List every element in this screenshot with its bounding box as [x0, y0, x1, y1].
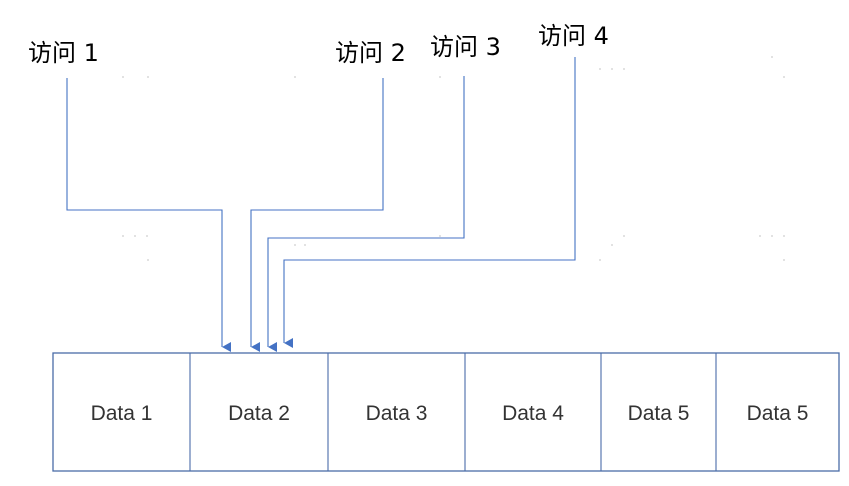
access-2-arrow — [250, 78, 384, 352]
data-cell-label-2: Data 2 — [228, 402, 290, 425]
access-labels: 访问 1 访问 2 访问 3 访问 4 — [28, 22, 609, 67]
data-array: Data 1 Data 2 Data 3 Data 4 Data 5 Data 5 — [52, 352, 840, 472]
data-array-border — [52, 352, 840, 472]
access-connectors — [66, 57, 576, 352]
access-2-label: 访问 2 — [335, 39, 406, 67]
data-cell-label-3: Data 3 — [366, 402, 428, 425]
data-cell-label-5: Data 5 — [628, 402, 690, 425]
access-3-arrow — [267, 76, 465, 352]
access-4-label: 访问 4 — [538, 22, 609, 50]
data-cell-label-1: Data 1 — [91, 402, 153, 425]
data-cell-label-4: Data 4 — [502, 402, 564, 425]
access-1-arrow — [66, 78, 231, 352]
access-4-arrow — [283, 57, 576, 348]
data-cell-label-6: Data 5 — [747, 402, 809, 425]
access-3-label: 访问 3 — [430, 33, 501, 61]
access-1-label: 访问 1 — [28, 39, 99, 67]
